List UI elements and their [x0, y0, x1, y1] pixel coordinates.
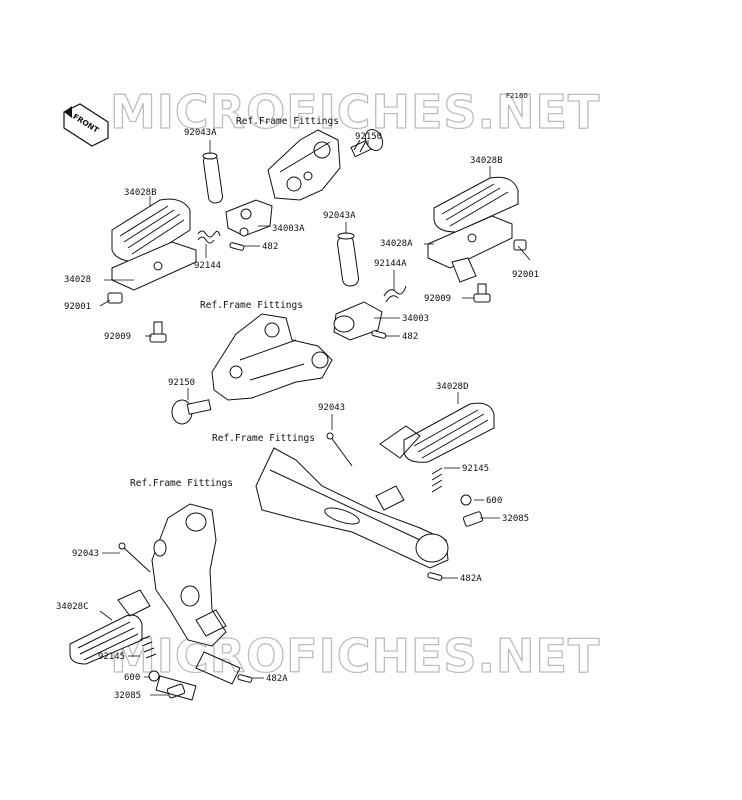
ball-600-right — [460, 494, 472, 506]
part-label-92145-left: 92145 — [98, 652, 125, 662]
ref-label-upper: Ref.Frame Fittings — [236, 116, 339, 127]
part-label-32085-left: 32085 — [114, 691, 141, 701]
bolt-92150-upper — [350, 128, 384, 158]
part-label-92009-left: 92009 — [104, 332, 131, 342]
part-label-92043a-top: 92043A — [184, 128, 217, 138]
part-label-92144: 92144 — [194, 261, 221, 271]
pivot-34003 — [333, 301, 383, 341]
detent-32085-right — [462, 511, 484, 527]
pin-92043-left — [118, 542, 151, 573]
ball-600-left — [148, 670, 160, 682]
footpeg-base-34028a — [427, 215, 513, 283]
diagram-code: F2160 — [506, 92, 528, 100]
part-label-600-right: 600 — [486, 496, 502, 506]
leader-lines — [99, 140, 531, 696]
clip-482a-right — [427, 572, 443, 581]
part-label-92043-right: 92043 — [318, 403, 345, 413]
part-label-92043-left: 92043 — [72, 549, 99, 559]
part-label-92001-left: 92001 — [64, 302, 91, 312]
spring-92144a — [383, 285, 407, 303]
spring-92145-right — [431, 467, 443, 493]
part-label-92144a: 92144A — [374, 259, 407, 269]
pin-92043a-middle — [337, 232, 359, 287]
part-label-34003: 34003 — [402, 314, 429, 324]
part-label-600-left: 600 — [124, 673, 140, 683]
bolt-92009-right — [473, 283, 491, 303]
lower-left-bracket — [151, 503, 227, 647]
part-label-34003a: 34003A — [272, 224, 305, 234]
ref-label-right: Ref.Frame Fittings — [212, 433, 315, 444]
watermark-top: MICROFICHES.NET — [110, 85, 600, 139]
front-arrow-icon: FRONT — [63, 103, 109, 147]
bolt-92150-lower — [171, 399, 212, 425]
upper-left-pivot-block — [225, 199, 273, 237]
part-label-92145-right: 92145 — [462, 464, 489, 474]
part-label-34028d: 34028D — [436, 382, 469, 392]
footpeg-34028d — [403, 402, 495, 463]
part-label-482a-left: 482A — [266, 674, 288, 684]
bolt-92001-left — [107, 292, 123, 304]
clip-482-upper — [229, 242, 245, 251]
clip-482-middle — [371, 330, 387, 339]
part-label-92001-right: 92001 — [512, 270, 539, 280]
part-label-482a-right: 482A — [460, 574, 482, 584]
part-label-92043a-middle: 92043A — [323, 211, 356, 221]
part-label-34028c: 34028C — [56, 602, 89, 612]
pin-92043a-upper — [202, 152, 223, 204]
part-label-34028: 34028 — [64, 275, 91, 285]
spring-92145-left — [139, 635, 157, 659]
frame-reference-outlines — [117, 425, 421, 701]
upper-left-bracket — [267, 129, 341, 201]
spring-92144 — [197, 230, 221, 244]
bolt-92009-left — [149, 321, 167, 343]
clip-482a-left — [237, 674, 253, 683]
part-label-32085-right: 32085 — [502, 514, 529, 524]
footpeg-34028b-left — [111, 198, 191, 263]
middle-bracket — [211, 313, 333, 401]
watermark-bottom: MICROFICHES.NET — [110, 629, 600, 683]
ref-label-middle: Ref.Frame Fittings — [200, 300, 303, 311]
detent-32085-left — [166, 683, 186, 699]
ref-label-lower-left: Ref.Frame Fittings — [130, 478, 233, 489]
part-label-92150-top: 92150 — [355, 132, 382, 142]
part-label-34028b-right: 34028B — [470, 156, 503, 166]
part-label-92009-right: 92009 — [424, 294, 451, 304]
lever-bracket-right — [255, 447, 449, 569]
part-label-482-middle: 482 — [402, 332, 418, 342]
part-label-482-top: 482 — [262, 242, 278, 252]
pin-92043-right — [326, 432, 353, 467]
part-label-92150-lower: 92150 — [168, 378, 195, 388]
footpeg-34028b-right — [433, 176, 519, 233]
part-label-34028b-left: 34028B — [124, 188, 157, 198]
part-label-34028a: 34028A — [380, 239, 413, 249]
bolt-92001-right — [513, 239, 527, 251]
